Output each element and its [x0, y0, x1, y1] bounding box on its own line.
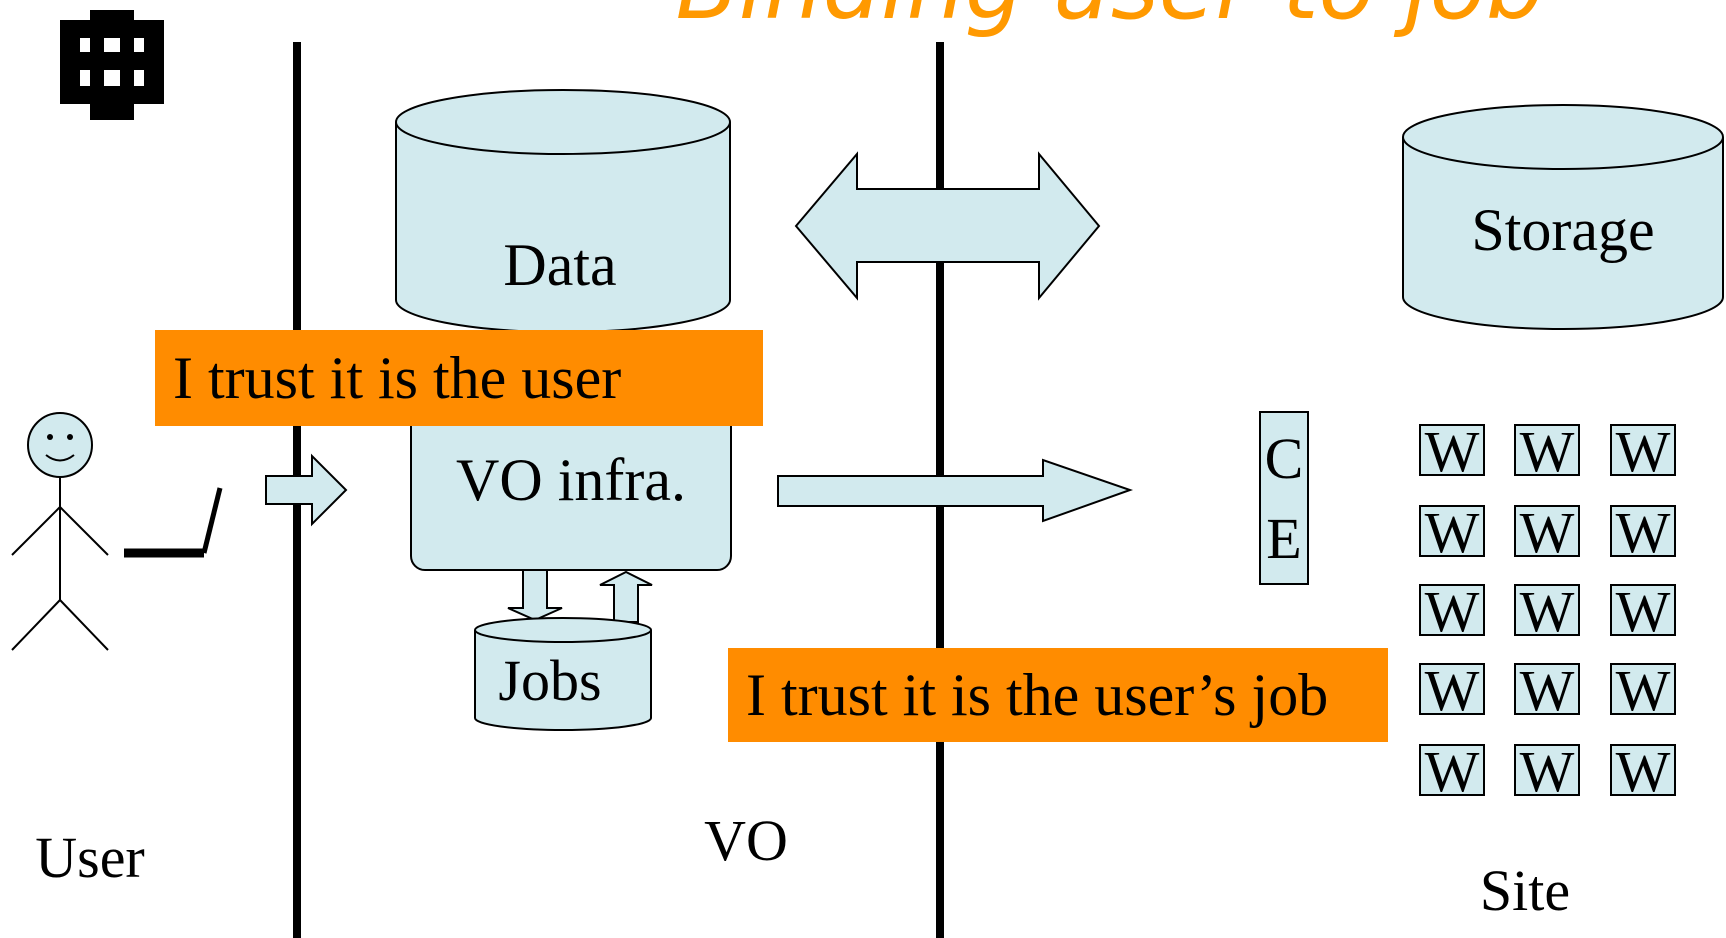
worker-node-box — [1419, 505, 1485, 557]
worker-node-box — [1514, 663, 1580, 715]
worker-node-label: W — [1520, 579, 1575, 644]
ce-label-bottom: E — [1266, 506, 1301, 571]
worker-node-label: W — [1616, 739, 1671, 804]
worker-node-label: W — [1520, 658, 1575, 723]
vo-to-ce-arrow — [777, 458, 1134, 523]
worker-node-label: W — [1425, 739, 1480, 804]
worker-node-label: W — [1520, 500, 1575, 565]
worker-node-box — [1419, 744, 1485, 796]
worker-node-label: W — [1425, 579, 1480, 644]
data-transfer-double-arrow — [794, 151, 1101, 301]
vo-region-label: VO — [704, 808, 788, 873]
worker-node-box — [1610, 505, 1676, 557]
vo-infra-label: VO infra. — [456, 447, 686, 513]
worker-node-box — [1514, 744, 1580, 796]
worker-node-label: W — [1425, 419, 1480, 484]
worker-node-label: W — [1520, 739, 1575, 804]
worker-node-box — [1514, 584, 1580, 636]
worker-node-label: W — [1616, 579, 1671, 644]
job-trust-banner-text: I trust it is the user’s job — [746, 662, 1329, 728]
worker-node-box — [1419, 424, 1485, 476]
user-region-label: User — [35, 825, 145, 890]
worker-node-label: W — [1520, 419, 1575, 484]
ce-label-top: C — [1265, 426, 1304, 491]
worker-node-label: W — [1425, 658, 1480, 723]
worker-node-box — [1610, 584, 1676, 636]
worker-node-label: W — [1616, 500, 1671, 565]
jobs-cylinder — [474, 617, 652, 731]
worker-node-label: W — [1616, 419, 1671, 484]
worker-node-label: W — [1425, 500, 1480, 565]
worker-node-box — [1610, 744, 1676, 796]
data-cylinder — [395, 89, 731, 333]
vo-to-jobs-arrow — [507, 569, 563, 622]
user-trust-banner-text: I trust it is the user — [173, 345, 622, 411]
worker-node-box — [1419, 663, 1485, 715]
site-region-label: Site — [1480, 858, 1570, 923]
storage-label: Storage — [1471, 197, 1654, 263]
data-label: Data — [503, 232, 616, 298]
jobs-label: Jobs — [498, 648, 601, 713]
worker-node-box — [1514, 505, 1580, 557]
job-trust-banner: I trust it is the user’s job — [728, 648, 1388, 742]
worker-node-box — [1610, 424, 1676, 476]
worker-node-box — [1514, 424, 1580, 476]
worker-node-box — [1419, 584, 1485, 636]
laptop-icon — [124, 487, 223, 558]
fermilab-logo-icon — [60, 10, 164, 120]
stick-figure-user-icon — [11, 412, 109, 651]
ce-box — [1259, 411, 1309, 585]
worker-node-label: W — [1616, 658, 1671, 723]
storage-cylinder — [1402, 104, 1724, 330]
slide-title: Binding user to job — [676, 0, 1545, 40]
user-trust-banner: I trust it is the user — [155, 330, 763, 426]
worker-node-box — [1610, 663, 1676, 715]
jobs-to-vo-arrow — [599, 570, 653, 623]
user-to-vo-arrow — [265, 453, 348, 527]
